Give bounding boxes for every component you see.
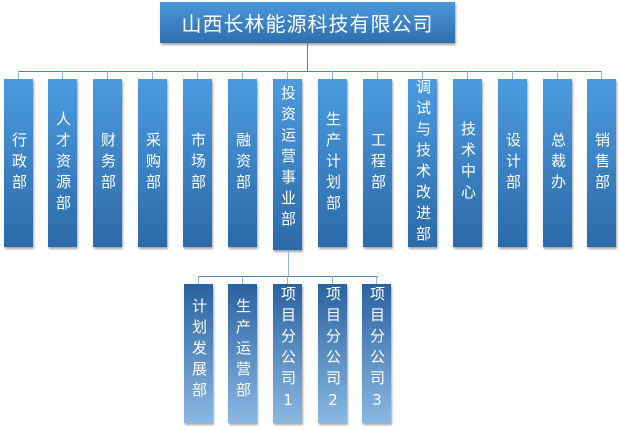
department-box: 销售部 [587,79,616,247]
sub-department-box: 生产运营部 [228,284,257,423]
connector [332,71,333,79]
department-label: 行政部 [10,131,28,195]
department-box: 投资运营事业部 [273,79,302,250]
connector [152,71,153,79]
department-box: 总裁办 [543,79,572,247]
connector [107,71,108,79]
sub-department-label: 计划发展部 [190,298,208,403]
connector [198,276,199,284]
connector [242,71,243,79]
connector [332,276,333,284]
department-label: 设计部 [504,131,522,195]
department-box: 工程部 [363,79,392,247]
connector [198,276,378,277]
company-name: 山西长林能源科技有限公司 [181,12,434,36]
department-box: 技术中心 [453,79,482,247]
department-box: 设计部 [498,79,527,247]
department-label: 生产计划部 [324,110,342,216]
department-label: 调试与技术改进部 [414,79,432,247]
sub-department-label: 项目分公司1 [279,286,297,415]
sub-department-label: 项目分公司3 [368,286,386,415]
department-box: 市场部 [183,79,212,247]
department-box: 人才资源部 [48,79,77,247]
sub-department-label: 生产运营部 [234,298,252,403]
sub-department-box: 项目分公司1 [273,284,302,423]
department-label: 技术中心 [459,121,477,205]
connector [467,71,468,79]
connector [197,71,198,79]
department-label: 工程部 [369,131,387,195]
department-box: 生产计划部 [318,79,347,247]
connector [287,276,288,284]
department-box: 行政部 [4,79,33,247]
connector [62,71,63,79]
department-box: 财务部 [93,79,122,247]
sub-department-box: 项目分公司2 [318,284,347,423]
department-box: 调试与技术改进部 [408,79,437,247]
department-label: 投资运营事业部 [279,85,297,232]
department-label: 财务部 [99,131,117,195]
company-box: 山西长林能源科技有限公司 [160,2,455,43]
sub-department-label: 项目分公司2 [324,286,342,415]
connector [242,276,243,284]
connector [376,276,377,284]
department-box: 采购部 [138,79,167,247]
sub-department-box: 项目分公司3 [362,284,391,423]
connector [601,71,602,79]
department-box: 融资部 [228,79,257,247]
department-label: 采购部 [144,131,162,195]
connector [288,250,289,276]
department-label: 销售部 [593,131,611,195]
connector [18,71,602,72]
connector [18,71,19,79]
department-label: 融资部 [234,131,252,195]
connector [557,71,558,79]
sub-department-box: 计划发展部 [184,284,213,423]
connector [287,71,288,79]
connector [377,71,378,79]
connector [512,71,513,79]
department-label: 总裁办 [549,131,567,195]
connector [307,43,308,71]
connector [422,71,423,79]
department-label: 人才资源部 [54,110,72,216]
department-label: 市场部 [189,131,207,195]
